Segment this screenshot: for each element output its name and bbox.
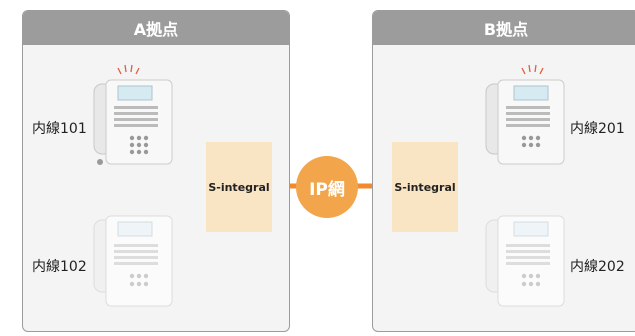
extension-102-label: 内線102 xyxy=(32,259,87,275)
ip-network-circle: IP網 xyxy=(296,156,358,218)
site-b-title: B拠点 xyxy=(373,11,635,45)
extension-202-label: 内線202 xyxy=(570,259,625,275)
phone-icon xyxy=(93,215,173,307)
extension-201-label: 内線201 xyxy=(570,121,625,137)
phone-icon xyxy=(485,215,565,307)
ringing-phone-icon xyxy=(485,64,565,165)
ringing-phone-icon xyxy=(93,64,173,165)
gateway-b-box: S-integral xyxy=(392,142,458,232)
extension-101-label: 内線101 xyxy=(32,121,87,137)
site-a-title: A拠点 xyxy=(23,11,289,45)
gateway-a-box: S-integral xyxy=(206,142,272,232)
